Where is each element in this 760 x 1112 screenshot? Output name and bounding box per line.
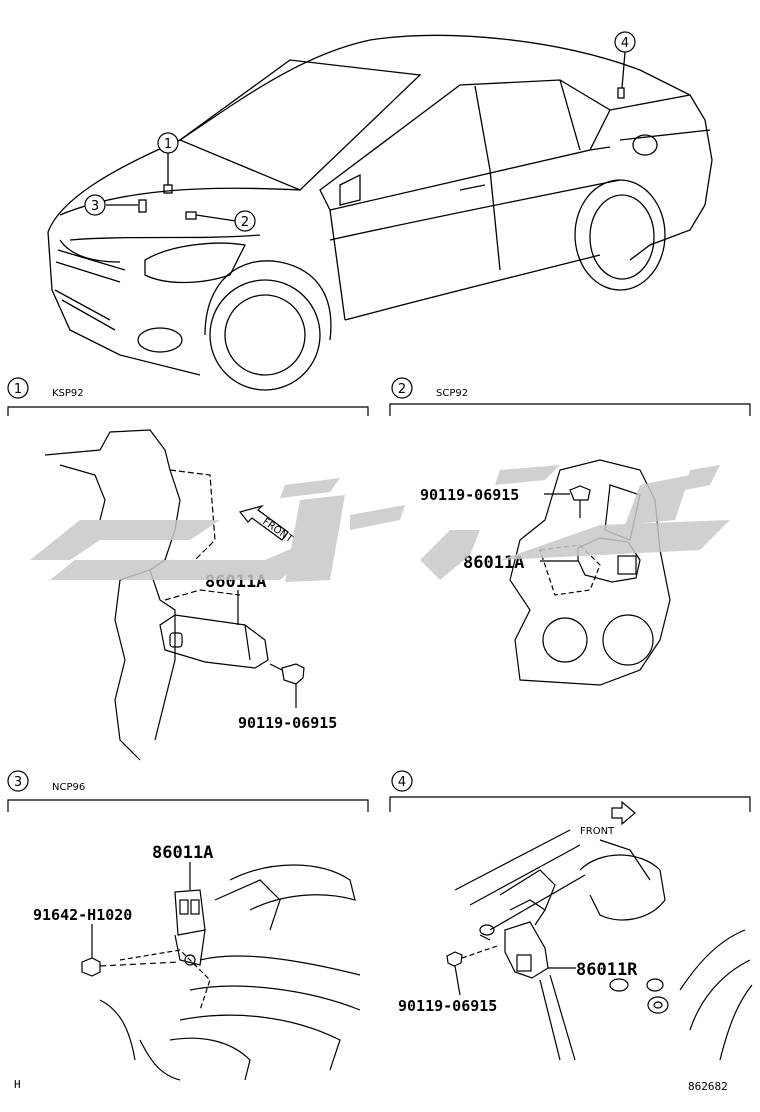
svg-text:2: 2 (398, 382, 406, 397)
watermark-logo (30, 465, 730, 582)
panel-2-header: 2 SCP92 (389, 377, 751, 416)
panel-4-front-label: FRONT (580, 826, 615, 837)
panel-4-header: 4 (389, 770, 751, 812)
footer-left: H (14, 1078, 21, 1091)
svg-text:2: 2 (241, 215, 249, 230)
car-callout-1: 1 (157, 132, 179, 154)
panel-4: 4 (389, 770, 753, 1061)
panel-3-bolt-part: 91642-H1020 (33, 906, 132, 924)
panel-1-drawing (44, 429, 305, 761)
car-callout-2: 2 (234, 210, 256, 232)
svg-text:4: 4 (621, 36, 629, 51)
panel-4-sensor-part: 86011R (576, 960, 638, 980)
panel-3-drawing (81, 862, 361, 1081)
panel-1-bolt-part: 90119-06915 (238, 714, 337, 732)
svg-text:1: 1 (14, 382, 22, 397)
svg-text:3: 3 (91, 199, 99, 214)
panel-2-model: SCP92 (436, 388, 468, 399)
footer-code: 862682 (688, 1080, 728, 1093)
car-illustration (47, 34, 713, 391)
car-callout-3: 3 (84, 194, 106, 216)
panel-3-header: 3 NCP96 (7, 770, 369, 812)
panel-4-drawing (446, 800, 753, 1061)
panel-4-bolt-part: 90119-06915 (398, 997, 497, 1015)
panel-3: 3 NCP96 86011A 91 (7, 770, 369, 1081)
svg-text:4: 4 (398, 775, 406, 790)
panel-1-model: KSP92 (52, 388, 84, 399)
panel-3-model: NCP96 (52, 782, 85, 793)
svg-text:1: 1 (164, 137, 172, 152)
panel-1-front-label: FRONT (260, 516, 295, 545)
panel-1-header: 1 KSP92 (7, 377, 369, 416)
panel-3-sensor-part: 86011A (152, 843, 213, 863)
car-callout-4: 4 (614, 31, 636, 53)
panel-2-bolt-part: 90119-06915 (420, 486, 519, 504)
svg-text:3: 3 (14, 775, 22, 790)
